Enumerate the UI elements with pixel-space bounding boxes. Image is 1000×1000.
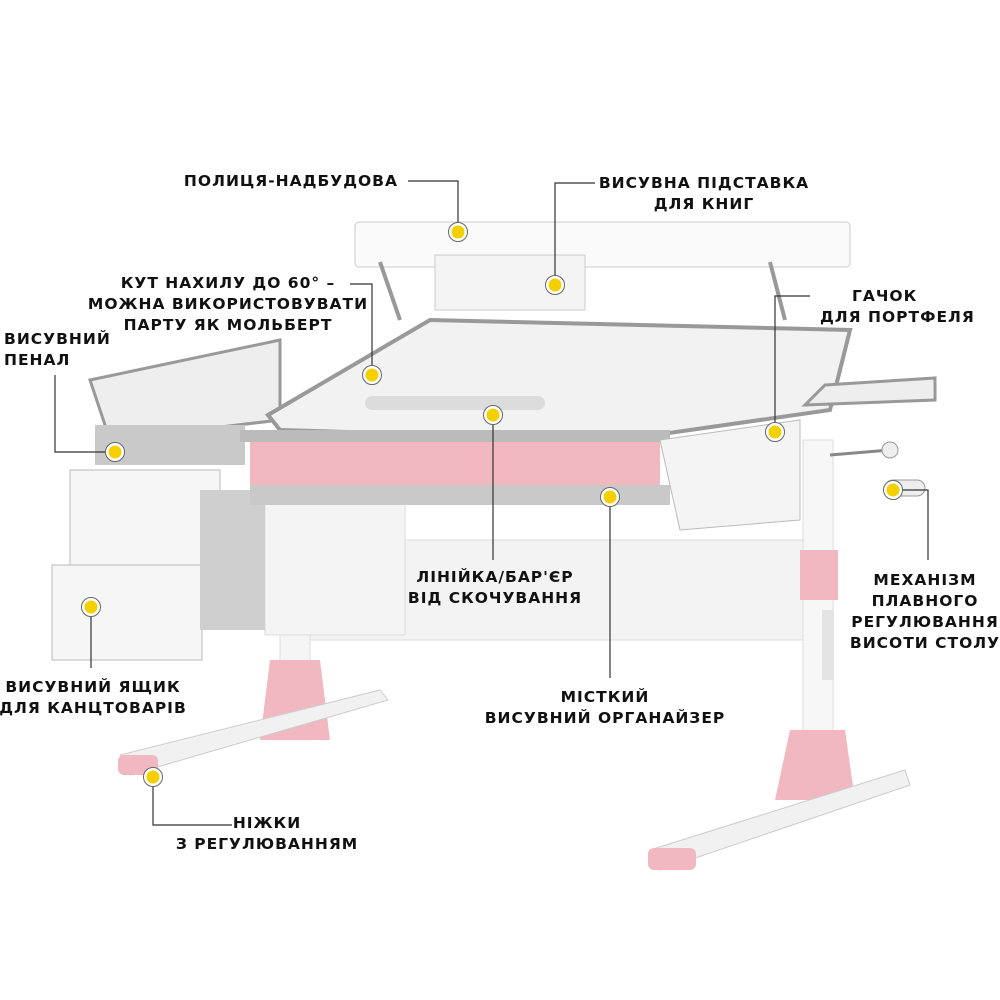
- label-line: ГАЧОК: [852, 287, 918, 305]
- callout-dots: [81, 222, 903, 787]
- label-ruler: ЛІНІЙКА/БАР'ЄР ВІД СКОЧУВАННЯ: [408, 567, 582, 609]
- label-line: ПЛАВНОГО: [871, 592, 979, 610]
- label-line: З РЕГУЛЮВАННЯМ: [175, 835, 359, 853]
- dot-drawer: [81, 597, 101, 617]
- dot-tilt: [362, 365, 382, 385]
- height-crank: [829, 441, 926, 497]
- label-line: ПЕНАЛ: [4, 351, 71, 369]
- label-line: ВИСУВНИЙ ОРГАНАЙЗЕР: [484, 709, 726, 727]
- label-shelf: ПОЛИЦЯ-НАДБУДОВА: [180, 171, 398, 192]
- label-line: ПОЛИЦЯ-НАДБУДОВА: [183, 172, 398, 190]
- label-organizer: МІСТКИЙ ВИСУВНИЙ ОРГАНАЙЗЕР: [485, 687, 726, 729]
- label-line: РЕГУЛЮВАННЯ: [851, 613, 999, 631]
- dot-ruler: [483, 405, 503, 425]
- label-drawer: ВИСУВНИЙ ЯЩИК ДЛЯ КАНЦТОВАРІВ: [0, 677, 187, 719]
- dot-shelf: [448, 222, 468, 242]
- dot-book-stand: [545, 275, 565, 295]
- dot-legs: [143, 767, 163, 787]
- label-pencil-case: ВИСУВНИЙ ПЕНАЛ: [4, 329, 111, 371]
- label-legs: НІЖКИ З РЕГУЛЮВАННЯМ: [176, 813, 358, 855]
- label-tilt: КУТ НАХИЛУ ДО 60° – МОЖНА ВИКОРИСТОВУВАТИ…: [88, 273, 368, 336]
- dot-organizer: [600, 487, 620, 507]
- label-line: ПАРТУ ЯК МОЛЬБЕРТ: [123, 316, 333, 334]
- label-line: ДЛЯ ПОРТФЕЛЯ: [820, 308, 975, 326]
- label-line: МОЖНА ВИКОРИСТОВУВАТИ: [87, 295, 369, 313]
- label-line: ЛІНІЙКА/БАР'ЄР: [416, 568, 574, 586]
- drawer-cabinet: [51, 469, 406, 661]
- label-line: ВИСУВНИЙ: [4, 330, 111, 348]
- label-hook: ГАЧОК ДЛЯ ПОРТФЕЛЯ: [820, 286, 975, 328]
- label-line: ДЛЯ КНИГ: [653, 195, 755, 213]
- label-line: МЕХАНІЗМ: [873, 571, 977, 589]
- desk-legs: [118, 439, 911, 871]
- callout-lines: [54, 180, 929, 826]
- desktop: [88, 317, 937, 531]
- top-shelf: [354, 221, 851, 321]
- label-mechanism: МЕХАНІЗМ ПЛАВНОГО РЕГУЛЮВАННЯ ВИСОТИ СТОЛУ: [850, 570, 1000, 654]
- dot-mechanism: [883, 480, 903, 500]
- label-line: ВИСОТИ СТОЛУ: [849, 634, 1000, 652]
- dot-pencil-case: [105, 442, 125, 462]
- label-line: ДЛЯ КАНЦТОВАРІВ: [0, 699, 187, 717]
- label-line: ВИСУВНА ПІДСТАВКА: [598, 174, 810, 192]
- label-book-stand: ВИСУВНА ПІДСТАВКА ДЛЯ КНИГ: [599, 173, 809, 215]
- label-line: КУТ НАХИЛУ ДО 60° –: [120, 274, 336, 292]
- label-line: НІЖКИ: [232, 814, 302, 832]
- label-line: ВІД СКОЧУВАННЯ: [407, 589, 583, 607]
- dot-hook: [765, 422, 785, 442]
- label-line: ВИСУВНИЙ ЯЩИК: [5, 678, 181, 696]
- label-line: МІСТКИЙ: [560, 688, 650, 706]
